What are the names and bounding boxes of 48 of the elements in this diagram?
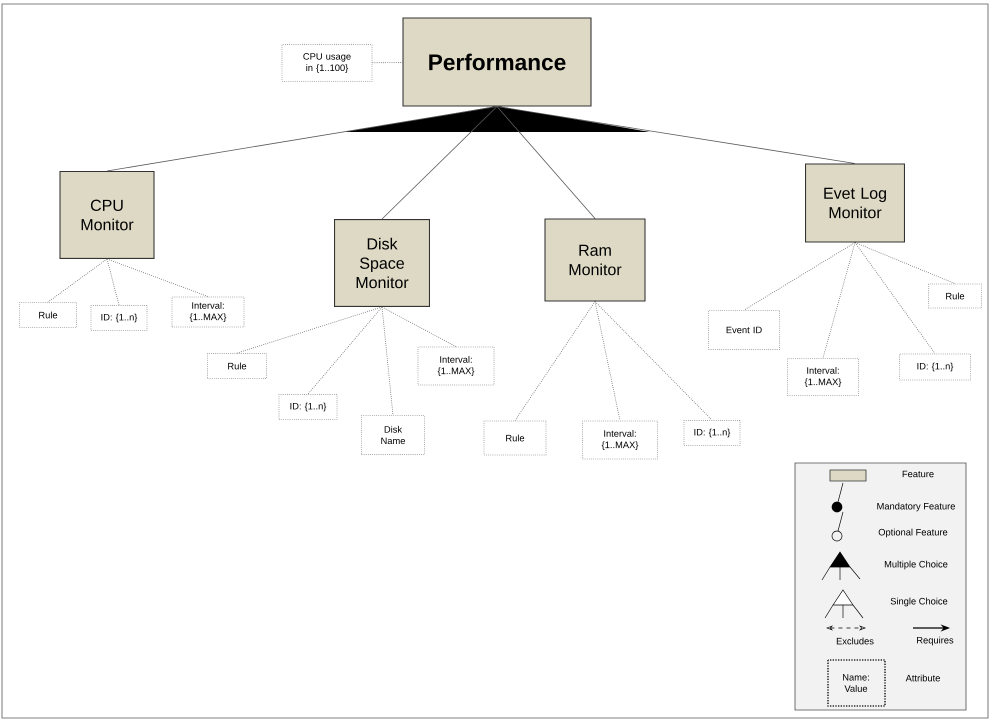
attribute-box: Rule (19, 302, 77, 328)
legend-label: Excludes (836, 638, 874, 644)
connector (854, 242, 936, 354)
connector (496, 106, 856, 164)
attribute-box: ID: {1..n} (684, 420, 740, 446)
feature-box: Evet Log Monitor (805, 163, 905, 243)
connector (854, 242, 956, 284)
connector (496, 106, 596, 219)
attribute-box: CPU usage in {1..100} (282, 44, 372, 82)
legend-label: Optional Feature (878, 528, 948, 538)
attribute-box: Disk Name (361, 415, 425, 455)
connector (382, 306, 456, 347)
attribute-box: Rule (928, 284, 982, 308)
connector (594, 301, 620, 421)
legend-label: Mandatory Feature (877, 502, 955, 512)
feature-box: Performance (402, 17, 592, 107)
legend-label: Requires (917, 636, 954, 646)
legend-label: Attribute (906, 674, 940, 682)
connector (744, 242, 856, 311)
legend-label: Multiple Choice (884, 560, 948, 570)
connector (106, 106, 498, 172)
connector (382, 106, 498, 220)
attribute-box: Rule (484, 420, 546, 456)
attribute-box: ID: {1..n} (899, 354, 971, 380)
connector (48, 258, 108, 302)
connector (106, 258, 120, 306)
connector (106, 258, 208, 297)
feature-box: CPU Monitor (59, 171, 155, 259)
attribute-box: Interval: {1..MAX} (582, 420, 658, 460)
attribute-box: Interval: {1..MAX} (172, 296, 244, 328)
legend-label: Feature (902, 470, 934, 478)
feature-box: Disk Space Monitor (334, 219, 430, 307)
connector (822, 242, 856, 358)
feature-box: Ram Monitor (544, 218, 646, 302)
connector (382, 306, 394, 416)
connector (308, 306, 382, 394)
attribute-box: ID: {1..n} (278, 394, 338, 420)
attribute-box: Interval: {1..MAX} (787, 358, 859, 396)
connector (236, 306, 382, 354)
connector (514, 301, 596, 421)
attribute-box: ID: {1..n} (90, 305, 148, 331)
connector (594, 301, 712, 420)
connector (372, 62, 403, 64)
attribute-box: Interval: {1..MAX} (418, 346, 494, 386)
attribute-sample-text: Name: Value (843, 674, 869, 692)
attribute-box: Rule (207, 353, 267, 379)
legend-label: Single Choice (890, 598, 948, 606)
attribute-box: Event ID (708, 310, 780, 350)
